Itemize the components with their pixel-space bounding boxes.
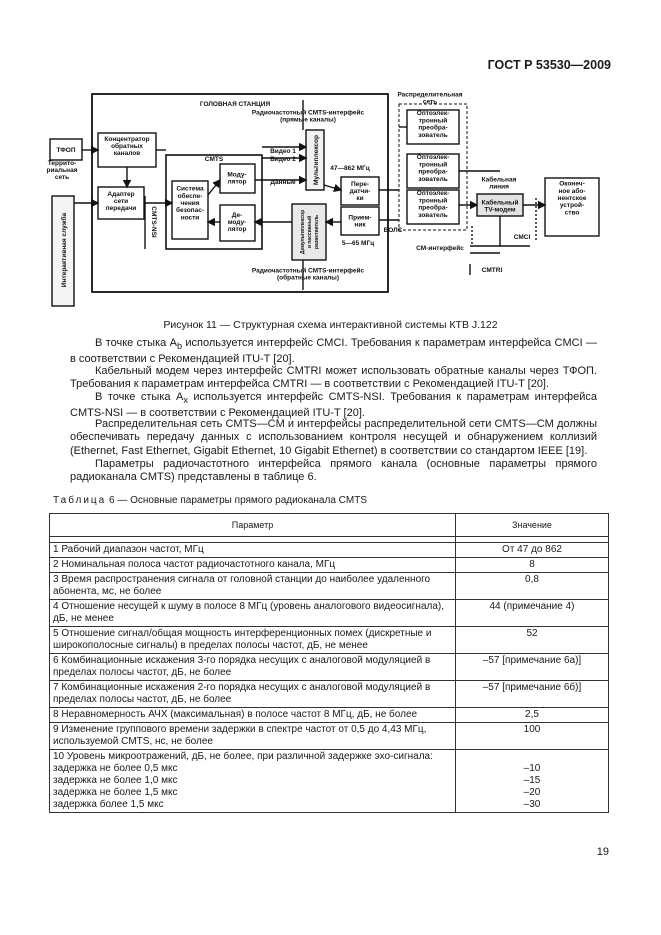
data-label: Данные xyxy=(270,179,296,186)
value-cell: 2,5 xyxy=(455,707,609,723)
param-cell: 2 Номинальная полоса частот радиочастотн… xyxy=(49,557,456,573)
table-row: 2 Номинальная полоса частот радиочастотн… xyxy=(49,557,609,573)
column-header-param: Параметр xyxy=(49,513,456,537)
param-cell: 1 Рабочий диапазон частот, МГц xyxy=(49,542,456,558)
row10-subvalue: –20 xyxy=(523,787,541,798)
table-title: Таблица 6 — Основные параметры прямого р… xyxy=(53,495,367,506)
value-cell: –57 [примечание 6а)] xyxy=(455,653,609,681)
demodulator-label: Де-моду-лятор xyxy=(228,212,247,233)
paragraph-3: В точке стыка Ax используется интерфейс … xyxy=(70,391,597,420)
table-row: 3 Время распространения сигнала от голов… xyxy=(49,572,609,600)
value-cell: 44 (примечание 4) xyxy=(455,599,609,627)
param-cell: 7 Комбинационные искажения 2-го порядка … xyxy=(49,680,456,708)
paragraph-2: Кабельный модем через интерфейс CMTRI мо… xyxy=(70,365,597,391)
figure-caption: Рисунок 11 — Структурная схема интеракти… xyxy=(163,319,498,331)
rf-return-label: Радиочастотный CMTS-интерфейс(обратные к… xyxy=(252,266,365,281)
row10-subitem: задержка более 1,5 мкс xyxy=(53,799,164,810)
param-cell: 9 Изменение группового времени задержки … xyxy=(49,722,456,750)
param-cell: 6 Комбинационные искажения 3-го порядка … xyxy=(49,653,456,681)
table-row: 8 Неравномерность АЧХ (максимальная) в п… xyxy=(49,707,609,723)
value-cell: –10–15–20–30 xyxy=(455,749,609,813)
video2-label: Видео 2 xyxy=(270,156,296,163)
value-cell: 0,8 xyxy=(455,572,609,600)
value-cell: 100 xyxy=(455,722,609,750)
cm-interface-label: CM-интерфейс xyxy=(416,244,464,252)
paragraph-1: В точке стыка Ab используется интерфейс … xyxy=(70,337,597,366)
value-cell: 52 xyxy=(455,626,609,654)
table-row: 6 Комбинационные искажения 3-го порядка … xyxy=(49,653,609,681)
value-cell: От 47 до 862 xyxy=(455,542,609,558)
param-cell: 10 Уровень микроотражений, дБ, не более,… xyxy=(49,749,456,813)
row10-subitem: задержка не более 1,5 мкс xyxy=(53,787,178,798)
interactive-service-label: Интерактивная служба xyxy=(60,213,68,288)
cmci-label: CMCI xyxy=(514,234,531,241)
param-cell: 4 Отношение несущей к шуму в полосе 8 МГ… xyxy=(49,599,456,627)
table-row: 5 Отношение сигнал/общая мощность интерф… xyxy=(49,626,609,654)
cmtri-label: CMTRI xyxy=(482,267,503,274)
table-row: 4 Отношение несущей к шуму в полосе 8 МГ… xyxy=(49,599,609,627)
param-cell: 5 Отношение сигнал/общая мощность интерф… xyxy=(49,626,456,654)
row10-subvalue: –15 xyxy=(523,775,541,786)
paragraph-4: Распределительная сеть CMTS—CM и интерфе… xyxy=(70,418,597,457)
value-cell: –57 [примечание 6б)] xyxy=(455,680,609,708)
transmitter-label: Пере-датчи-ки xyxy=(350,181,371,202)
document-standard-code: ГОСТ Р 53530—2009 xyxy=(487,58,611,72)
row10-subitem: задержка не более 0,5 мкс xyxy=(53,763,178,774)
page-number: 19 xyxy=(596,846,609,858)
param-cell: 3 Время распространения сигнала от голов… xyxy=(49,572,456,600)
rf-forward-label: Радиочастотный CMTS-интерфейс(прямые кан… xyxy=(252,108,365,123)
multiplexer-label: Мультиплексор xyxy=(313,135,320,185)
row10-title: 10 Уровень микроотражений, дБ, не более,… xyxy=(53,751,433,762)
value-cell: 8 xyxy=(455,557,609,573)
modulator-label: Моду-лятор xyxy=(227,171,246,185)
voc-label: ВОЛС xyxy=(384,227,403,234)
param-cell: 8 Неравномерность АЧХ (максимальная) в п… xyxy=(49,707,456,723)
structure-diagram: ГОЛОВНАЯ СТАНЦИЯ Радиочастотный CMTS-инт… xyxy=(46,91,600,307)
cmts-label: CMTS xyxy=(205,156,224,163)
table-row: 7 Комбинационные искажения 2-го порядка … xyxy=(49,680,609,708)
column-header-value: Значение xyxy=(455,513,609,537)
video1-label: Видео 1 xyxy=(270,148,296,155)
demux-label: Демультиплексори пассивныйразветвитель xyxy=(300,210,320,254)
row10-subvalue: –10 xyxy=(523,763,541,774)
table-row: 10 Уровень микроотражений, дБ, не более,… xyxy=(49,749,609,813)
paragraph-5: Параметры радиочастотного интерфейса пря… xyxy=(70,458,597,484)
cmts-nsi-label: CMTS-NSI xyxy=(150,206,157,238)
row10-subvalue: –30 xyxy=(523,799,541,810)
headend-label: ГОЛОВНАЯ СТАНЦИЯ xyxy=(200,101,271,108)
row10-subitem: задержка не более 1,0 мкс xyxy=(53,775,178,786)
freq-forward-label: 47—862 МГц xyxy=(330,165,369,172)
freq-return-label: 5—65 МГц xyxy=(342,240,374,247)
parameters-table: Параметр Значение 1 Рабочий диапазон час… xyxy=(49,513,609,813)
receiver-label: Прием-ник xyxy=(348,214,371,228)
tfop-label: ТФОП xyxy=(57,147,76,154)
table-row: 9 Изменение группового времени задержки … xyxy=(49,722,609,750)
